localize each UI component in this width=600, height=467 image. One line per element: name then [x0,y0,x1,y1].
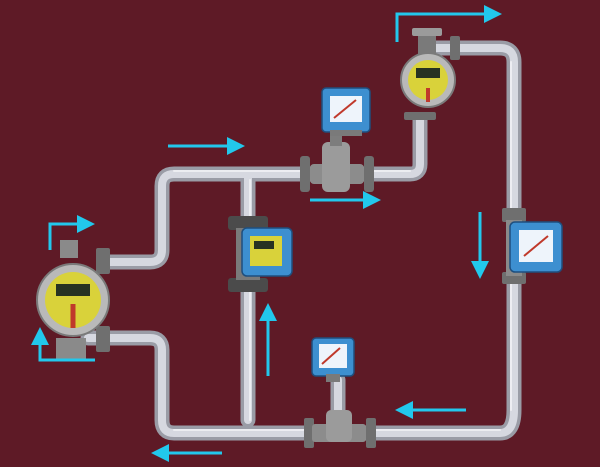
pipe-network [80,40,522,441]
left-digital-gauge [36,240,110,360]
top-flow-tee [300,128,374,192]
center-blue-yellow-meter [228,216,293,292]
arrow-left-bend [48,215,95,250]
right-blue-meter [502,208,563,284]
bottom-flow-tee [304,410,376,448]
arrow-top-right-bend [395,5,502,42]
top-right-digital-gauge [400,28,460,120]
flow-arrows [31,5,502,462]
bottom-blue-meter [311,337,355,382]
arrow-left-up [31,327,95,362]
top-blue-meter [321,87,371,136]
